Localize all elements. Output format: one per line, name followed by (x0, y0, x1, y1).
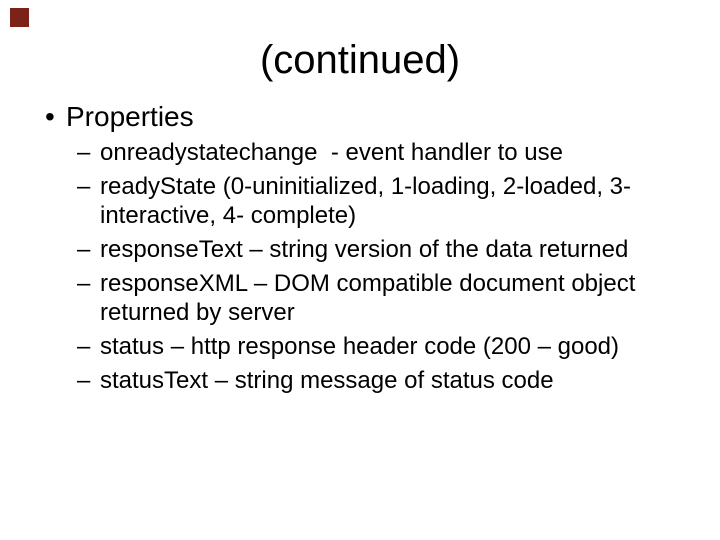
template-corner-square-decoration (10, 8, 29, 27)
sub-bullet-responsetext: – responseText – string version of the d… (77, 235, 648, 264)
dash-marker: – (77, 236, 91, 263)
dash-marker: – (77, 270, 91, 297)
sub-bullet-text: readyState (0-uninitialized, 1-loading, … (100, 173, 631, 229)
bullet-text: Properties (66, 101, 194, 132)
sub-bullet-text: statusText – string message of status co… (100, 367, 554, 394)
sub-bullet-status: – status – http response header code (20… (77, 332, 648, 361)
bullet-marker: • (45, 101, 55, 132)
dash-marker: – (77, 367, 91, 394)
sub-bullet-text: responseText – string version of the dat… (100, 236, 629, 263)
sub-bullet-statustext: – statusText – string message of status … (77, 366, 648, 395)
sub-bullet-onreadystatechange: – onreadystatechange - event handler to … (77, 138, 648, 167)
sub-bullet-text: status – http response header code (200 … (100, 333, 620, 360)
sub-bullet-responsexml: – responseXML – DOM compatible document … (77, 269, 648, 327)
dash-marker: – (77, 333, 91, 360)
sub-bullet-readystate: – readyState (0-uninitialized, 1-loading… (77, 172, 648, 230)
sub-bullet-text: onreadystatechange - event handler to us… (100, 139, 563, 166)
dash-marker: – (77, 139, 91, 166)
bullet-properties: • Properties (45, 100, 194, 134)
sub-bullet-list: – onreadystatechange - event handler to … (77, 138, 648, 395)
sub-bullet-text: responseXML – DOM compatible document ob… (100, 270, 643, 326)
dash-marker: – (77, 173, 91, 200)
slide-title: (continued) (259, 38, 461, 82)
